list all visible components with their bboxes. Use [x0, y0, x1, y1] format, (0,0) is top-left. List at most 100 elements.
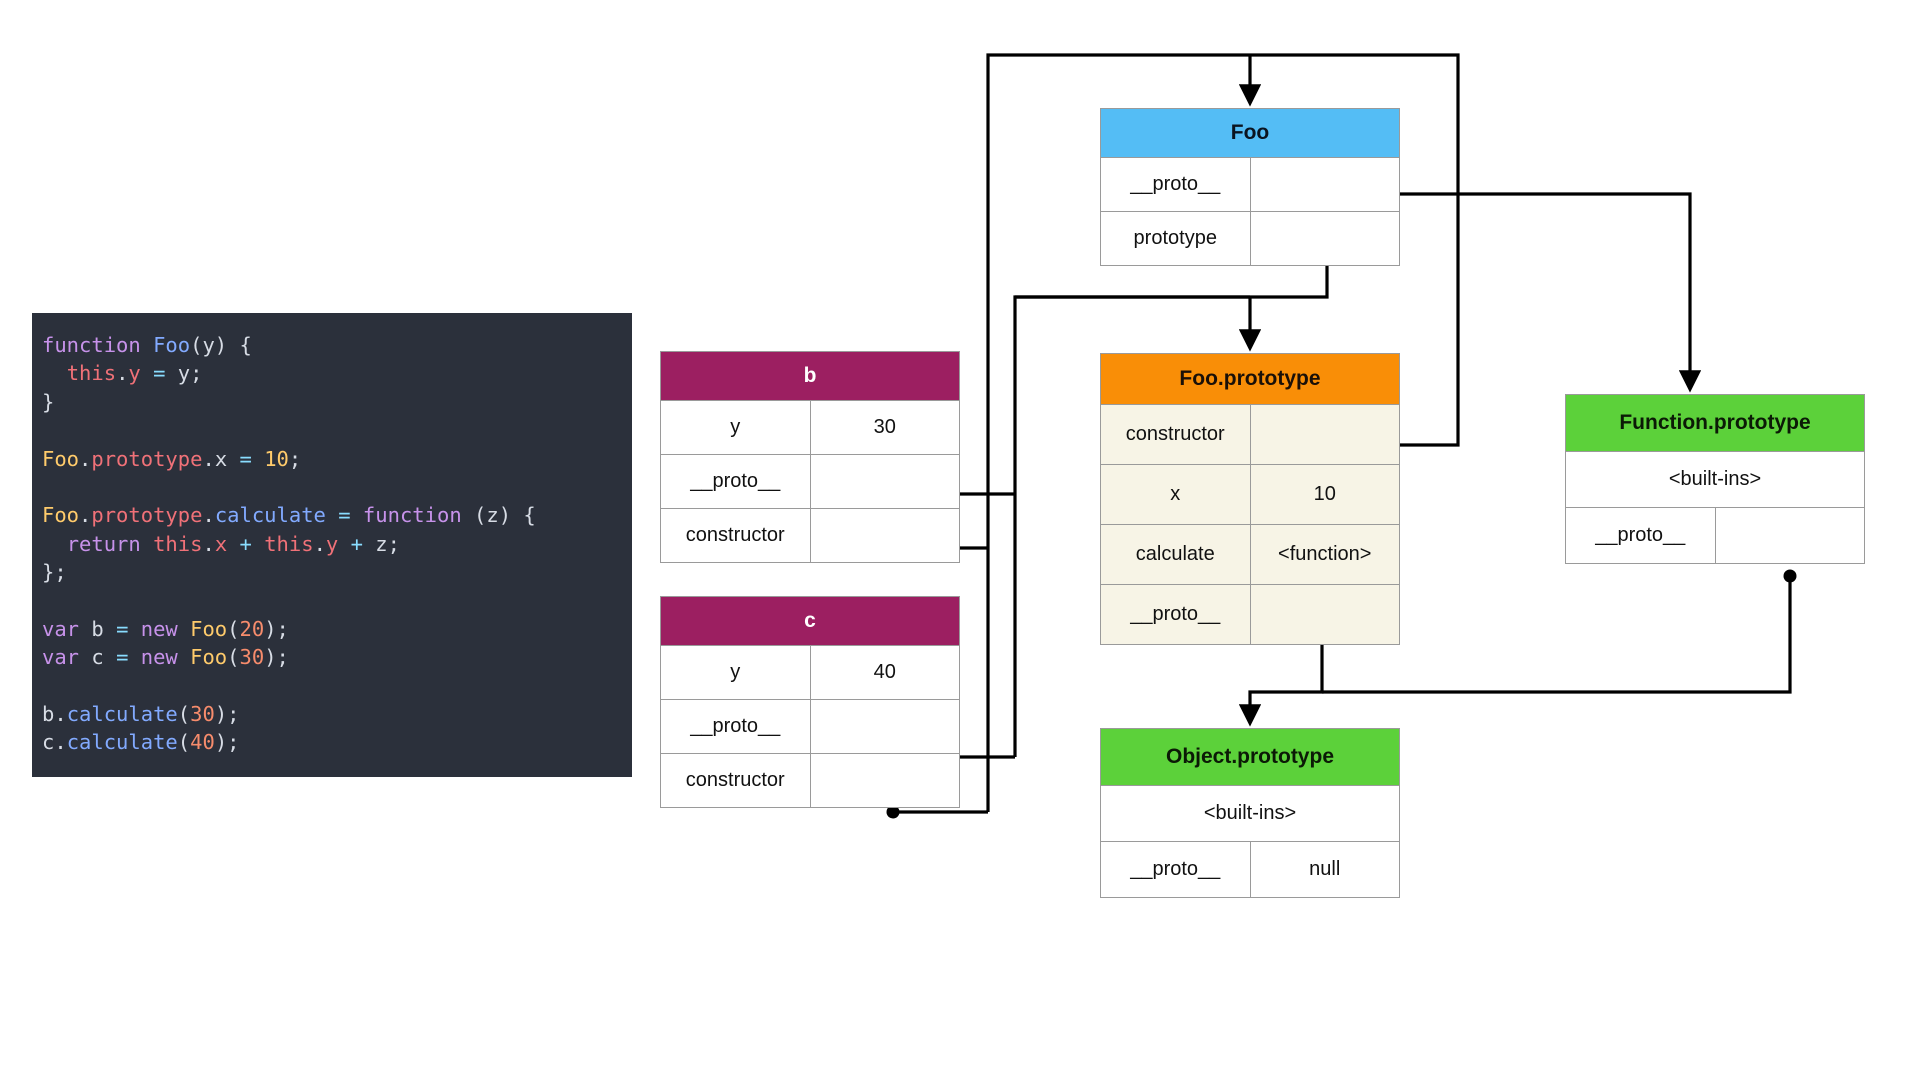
property-key: __proto__ — [661, 700, 811, 753]
code-token: . — [202, 503, 215, 528]
code-token: = — [153, 361, 178, 386]
object-table-b: b y 30 __proto__ constructor — [660, 351, 960, 563]
table-row: calculate <function> — [1101, 524, 1399, 584]
table-title-foo-prototype: Foo.prototype — [1101, 354, 1399, 404]
code-token: this — [264, 531, 314, 556]
code-token: + — [350, 531, 376, 556]
code-line: }; — [42, 558, 622, 586]
code-token: ( — [177, 730, 191, 755]
property-value: null — [1309, 858, 1341, 880]
code-line — [42, 473, 622, 501]
table-row: __proto__ — [661, 699, 959, 753]
code-token: = — [116, 616, 141, 641]
code-token: calculate — [214, 503, 339, 528]
code-token: . — [202, 531, 215, 556]
table-row: <built-ins> — [1566, 451, 1864, 507]
code-token: }; — [42, 560, 67, 585]
code-line: Foo.prototype.x = 10; — [42, 445, 622, 473]
code-token: y; — [177, 361, 203, 386]
property-value: 40 — [873, 661, 896, 683]
property-key: x — [1101, 465, 1251, 524]
code-snippet: function Foo(y) { this.y = y;} Foo.proto… — [32, 313, 632, 777]
code-token: 10 — [264, 446, 289, 471]
code-token: . — [54, 702, 67, 727]
code-line — [42, 416, 622, 444]
code-line — [42, 587, 622, 615]
code-line: this.y = y; — [42, 359, 622, 387]
code-token: ); — [264, 645, 289, 670]
property-key: __proto__ — [1566, 508, 1716, 563]
table-title-foo: Foo — [1101, 109, 1399, 157]
code-token: } — [42, 389, 55, 414]
property-value — [1251, 212, 1400, 265]
code-line: b.calculate(30); — [42, 700, 622, 728]
code-token: + — [239, 531, 265, 556]
code-token: 40 — [190, 730, 215, 755]
property-value: <function> — [1278, 543, 1372, 565]
code-token: ( — [227, 645, 240, 670]
code-token: 30 — [239, 645, 265, 670]
property-value: 10 — [1313, 483, 1336, 505]
code-token: new — [140, 645, 191, 670]
table-row: constructor — [661, 753, 959, 807]
table-title-b: b — [661, 352, 959, 400]
object-table-foo: Foo __proto__ prototype — [1100, 108, 1400, 266]
code-token: . — [313, 531, 326, 556]
object-table-foo-prototype: Foo.prototype constructor x 10 calculate… — [1100, 353, 1400, 645]
property-value — [1716, 508, 1865, 563]
property-value: 30 — [873, 416, 896, 438]
builtins-label: <built-ins> — [1668, 468, 1762, 490]
code-line: Foo.prototype.calculate = function (z) { — [42, 501, 622, 529]
code-token: = — [338, 503, 363, 528]
property-key: constructor — [1101, 405, 1251, 464]
code-line: var c = new Foo(30); — [42, 643, 622, 671]
code-token: prototype — [91, 503, 203, 528]
code-token: . — [79, 446, 92, 471]
code-token: calculate — [66, 702, 178, 727]
code-token: calculate — [66, 730, 178, 755]
code-token: . — [79, 503, 92, 528]
code-token: Foo — [42, 446, 80, 471]
code-token: c — [42, 730, 55, 755]
code-token: ; — [288, 446, 302, 471]
property-value — [811, 754, 960, 807]
property-key: __proto__ — [1101, 585, 1251, 644]
code-token: var — [42, 616, 92, 641]
code-token: Foo — [190, 645, 228, 670]
property-value — [811, 700, 960, 753]
code-token: ( — [227, 616, 240, 641]
code-token: this — [66, 361, 117, 386]
code-token: 20 — [239, 616, 265, 641]
code-token: new — [140, 616, 191, 641]
code-token: c — [91, 645, 117, 670]
code-token: x — [214, 531, 240, 556]
property-key: calculate — [1101, 525, 1251, 584]
object-table-function-prototype: Function.prototype <built-ins> __proto__ — [1565, 394, 1865, 564]
code-token: Foo — [190, 616, 228, 641]
code-token: function — [42, 333, 154, 357]
code-token: . — [116, 361, 129, 386]
table-row: constructor — [1101, 404, 1399, 464]
code-line: c.calculate(40); — [42, 728, 622, 756]
code-token: this — [153, 531, 203, 556]
code-token: . — [54, 730, 67, 755]
dot-funcproto-proto — [1783, 569, 1797, 583]
property-key: y — [661, 646, 811, 699]
code-token: = — [116, 645, 141, 670]
code-token: 30 — [190, 702, 215, 727]
code-token: ); — [214, 730, 240, 755]
code-token: return — [66, 531, 154, 556]
table-row: __proto__ null — [1101, 841, 1399, 897]
table-title-object-prototype: Object.prototype — [1101, 729, 1399, 785]
code-token: . — [202, 446, 215, 471]
table-row: __proto__ — [661, 454, 959, 508]
table-row: x 10 — [1101, 464, 1399, 524]
code-token: function — [362, 503, 475, 528]
property-key: prototype — [1101, 212, 1251, 265]
code-token: z; — [375, 531, 400, 556]
code-token: ( — [177, 702, 191, 727]
code-token: y — [325, 531, 351, 556]
code-line: return this.x + this.y + z; — [42, 530, 622, 558]
code-token: b — [42, 702, 55, 727]
code-token: (y) { — [190, 333, 252, 357]
